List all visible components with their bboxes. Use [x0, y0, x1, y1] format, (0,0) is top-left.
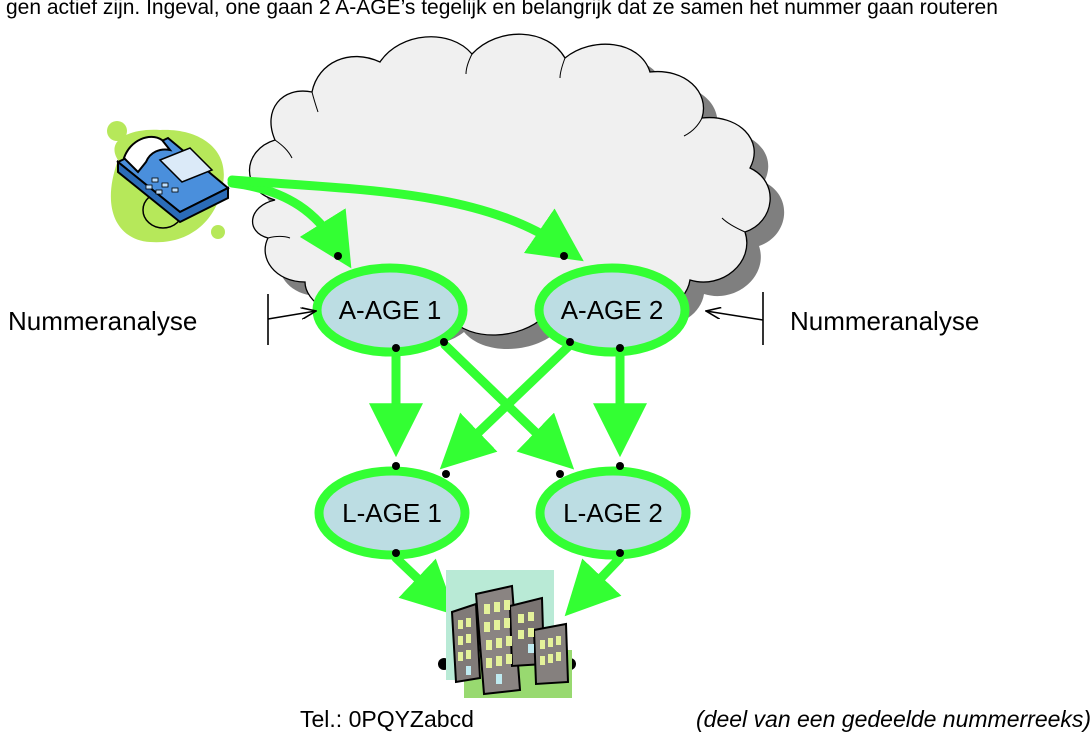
right-analysis-label: Nummeranalyse [790, 306, 979, 336]
arrow-phone-to-a-age-1 [227, 178, 352, 269]
office-building-icon [446, 570, 572, 698]
cloud-lobe-lines [267, 53, 746, 239]
left-analysis-pointer [267, 294, 316, 345]
node-l-age-2: L-AGE 2 [535, 466, 691, 560]
right-analysis-pointer [706, 292, 764, 345]
node-l-age-1-label: L-AGE 1 [342, 498, 442, 528]
arrow-l1-to-building [391, 553, 457, 616]
left-analysis-label: Nummeranalyse [8, 306, 197, 336]
arrow-a1-to-l2 [440, 340, 575, 470]
telephone-number-caption: Tel.: 0PQYZabcd [300, 706, 474, 732]
node-l-age-2-label: L-AGE 2 [563, 498, 663, 528]
desk-phone-icon [107, 121, 230, 243]
routing-arrows [227, 175, 647, 617]
number-range-note: (deel van een gedeelde nummerreeks) [696, 706, 1090, 732]
node-l-age-1: L-AGE 1 [314, 466, 470, 560]
node-a-age-1-label: A-AGE 1 [339, 295, 442, 325]
node-a-age-2: A-AGE 2 [534, 263, 690, 357]
arrow-phone-to-a-age-2 [227, 175, 584, 262]
arrow-l2-to-building [564, 553, 625, 617]
node-a-age-2-label: A-AGE 2 [561, 295, 664, 325]
arrow-a2-to-l1 [439, 340, 575, 470]
top-text: gen actief zijn. Ingeval, one gaan 2 A-A… [6, 0, 998, 19]
